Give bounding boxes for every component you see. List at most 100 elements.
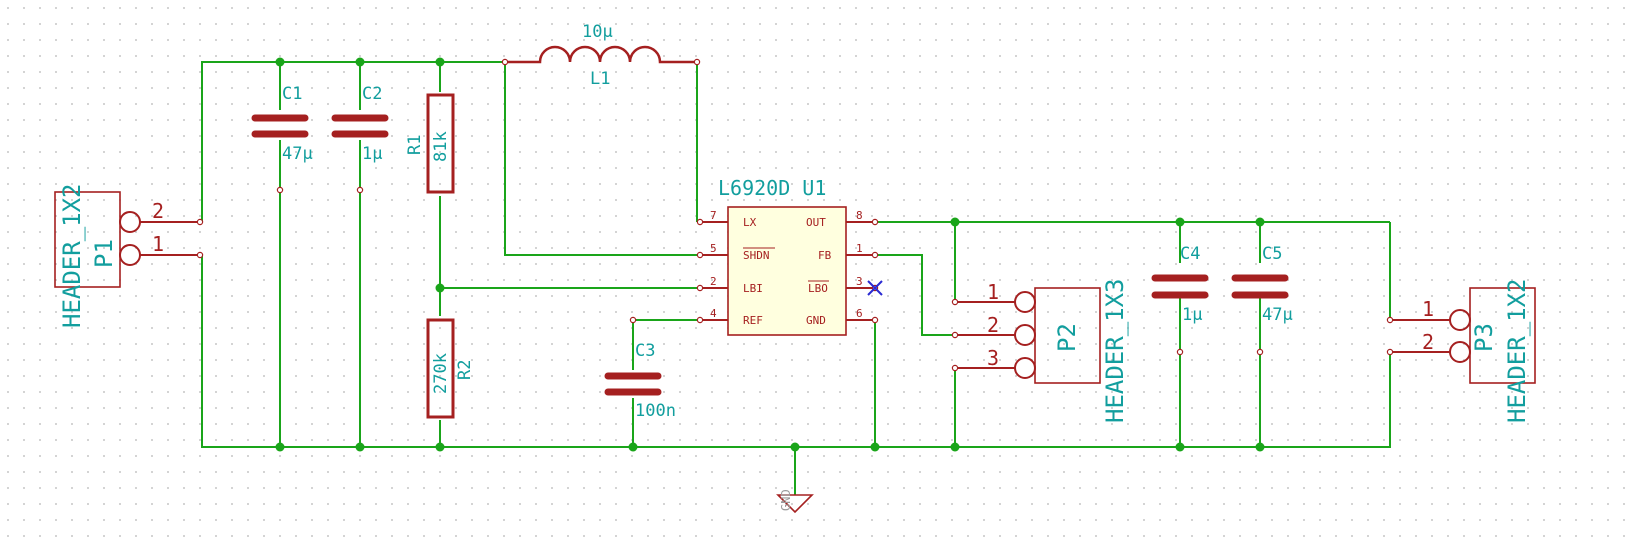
pin-terminal[interactable] <box>1386 316 1394 324</box>
junction <box>435 442 445 452</box>
pin-terminal[interactable] <box>951 298 959 306</box>
ic-u1[interactable]: L6920D U1 7 5 2 4 8 1 3 6 LX SHDN LBI RE… <box>696 176 879 336</box>
p1-pin2-number: 2 <box>152 199 164 223</box>
junction <box>275 442 285 452</box>
p3-pin1-number: 1 <box>1422 297 1434 321</box>
p2-pin2-number: 2 <box>987 313 999 337</box>
pin-terminal[interactable] <box>951 364 959 372</box>
p1-body <box>54 191 121 288</box>
r2-reference: R2 <box>455 360 475 380</box>
u1-pin-number-lbi: 2 <box>710 275 717 288</box>
capacitor-c3[interactable]: C3 100n <box>604 316 676 421</box>
u1-pin-name-ref: REF <box>743 314 763 327</box>
u1-pin-name-fb: FB <box>818 249 832 262</box>
capacitor-c5[interactable]: C5 47µ <box>1231 244 1293 356</box>
ground-triangle <box>776 494 814 514</box>
no-connect-marker <box>867 280 883 296</box>
c3-value: 100n <box>635 401 676 421</box>
p1-value: HEADER_1X2 <box>58 184 86 329</box>
c2-reference: C2 <box>362 84 382 104</box>
u1-pin-name-shdn: SHDN <box>743 249 770 262</box>
junctions <box>275 57 1265 452</box>
pin-terminal[interactable] <box>356 186 364 194</box>
l1-reference: L1 <box>590 69 610 89</box>
junction <box>275 57 285 67</box>
junction <box>355 57 365 67</box>
pin-terminal[interactable] <box>696 218 704 226</box>
p3-value: HEADER_1X2 <box>1503 279 1531 424</box>
junction <box>1175 442 1185 452</box>
r2-value: 270k <box>431 353 451 394</box>
junction <box>870 442 880 452</box>
p1-reference: P1 <box>90 239 118 268</box>
ground-label: GND <box>779 489 793 511</box>
p3-reference: P3 <box>1470 323 1498 352</box>
u1-pin-number-lbo: 3 <box>856 275 863 288</box>
pin-terminal[interactable] <box>693 58 701 66</box>
pin-terminal[interactable] <box>1386 348 1394 356</box>
u1-pin-number-ref: 4 <box>710 307 717 320</box>
u1-pin-name-gnd: GND <box>806 314 826 327</box>
p1-pin1-number: 1 <box>152 232 164 256</box>
inductor-l1[interactable]: 10µ L1 <box>501 22 701 89</box>
ground-symbol[interactable]: GND <box>776 489 814 514</box>
pin-terminal[interactable] <box>871 218 879 226</box>
c2-value: 1µ <box>362 144 382 164</box>
r2-body <box>426 318 455 419</box>
capacitor-c4[interactable]: C4 1µ <box>1151 244 1209 356</box>
p2-reference: P2 <box>1053 323 1081 352</box>
c4-value: 1µ <box>1182 305 1202 325</box>
pin-terminal[interactable] <box>696 251 704 259</box>
junction <box>950 442 960 452</box>
u1-pin-number-gnd: 6 <box>856 307 863 320</box>
junction <box>790 442 800 452</box>
pin-terminal[interactable] <box>1176 348 1184 356</box>
junction <box>435 283 445 293</box>
pin-terminal[interactable] <box>276 186 284 194</box>
r1-body <box>426 93 455 194</box>
pin-terminal[interactable] <box>871 251 879 259</box>
u1-pin-number-out: 8 <box>856 209 863 222</box>
r1-reference: R1 <box>405 135 425 155</box>
c3-reference: C3 <box>635 341 655 361</box>
header-p2[interactable]: 1 2 3 P2 HEADER_1X3 <box>951 279 1129 424</box>
junction <box>1255 442 1265 452</box>
resistor-r1[interactable]: R1 81k <box>405 93 455 194</box>
capacitor-c2[interactable]: C2 1µ <box>331 84 389 194</box>
junction <box>435 57 445 67</box>
pin-terminal[interactable] <box>629 316 637 324</box>
wire-fb[interactable] <box>875 254 955 336</box>
p2-pin3-number: 3 <box>987 346 999 370</box>
wire-shdn[interactable] <box>504 62 700 256</box>
u1-pin-name-lbo: LBO <box>808 282 828 295</box>
pin-terminal[interactable] <box>696 316 704 324</box>
junction <box>1255 217 1265 227</box>
l1-coil <box>505 45 697 64</box>
capacitor-c1[interactable]: C1 47µ <box>251 84 313 194</box>
u1-pin-number-fb: 1 <box>856 242 863 255</box>
resistor-r2[interactable]: 270k R2 <box>426 318 475 419</box>
r1-value: 81k <box>431 131 451 162</box>
junction <box>355 442 365 452</box>
u1-title: L6920D U1 <box>718 176 826 200</box>
pin-terminal[interactable] <box>196 218 204 226</box>
junction <box>950 217 960 227</box>
header-p3[interactable]: 1 2 P3 HEADER_1X2 <box>1386 279 1536 424</box>
c4-reference: C4 <box>1180 244 1200 264</box>
u1-pin-number-shdn: 5 <box>710 242 717 255</box>
pin-terminal[interactable] <box>196 251 204 259</box>
pin-terminal[interactable] <box>951 331 959 339</box>
pin-terminal[interactable] <box>501 58 509 66</box>
c5-value: 47µ <box>1262 305 1293 325</box>
c5-reference: C5 <box>1262 244 1282 264</box>
header-p1[interactable]: 2 1 P1 HEADER_1X2 <box>54 184 204 329</box>
p2-value: HEADER_1X3 <box>1101 279 1129 424</box>
pin-terminal[interactable] <box>696 284 704 292</box>
wire-vin-rail[interactable] <box>201 61 505 222</box>
junction <box>1175 217 1185 227</box>
p2-pin1-number: 1 <box>987 280 999 304</box>
pin-terminal[interactable] <box>871 316 879 324</box>
l1-value: 10µ <box>582 22 613 42</box>
pin-terminal[interactable] <box>1256 348 1264 356</box>
